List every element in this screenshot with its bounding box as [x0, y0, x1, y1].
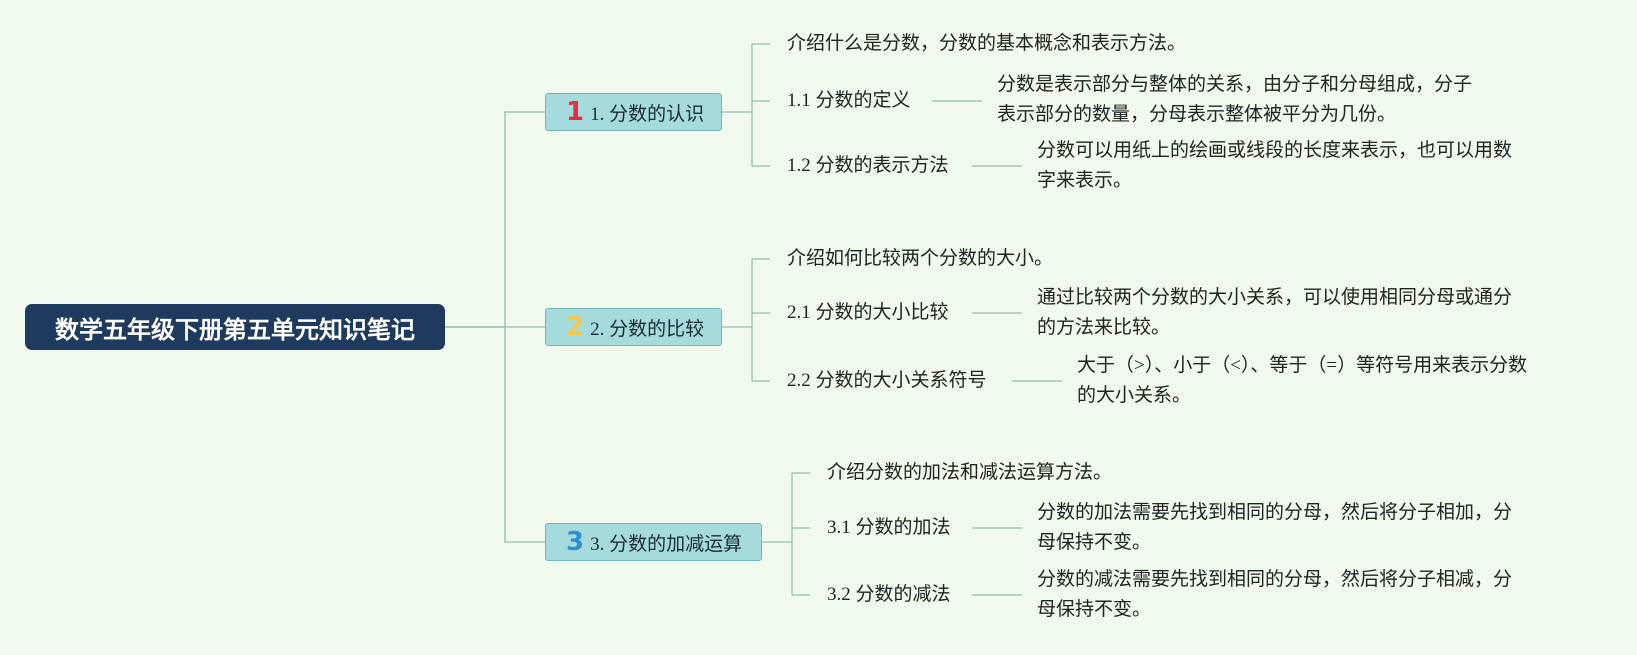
connector-branch3-children: [762, 472, 810, 596]
topic-2-2-detail[interactable]: 大于（>）、小于（<）、等于（=）等符号用来表示分数 的大小关系。: [1077, 355, 1528, 406]
topic-3-2-detail[interactable]: 分数的减法需要先找到相同的分母，然后将分子相减，分 母保持不变。: [1037, 569, 1513, 620]
number-2-icon: 2: [566, 312, 585, 342]
root-label: 数学五年级下册第五单元知识笔记: [55, 315, 415, 344]
topic-3-1-label[interactable]: 3.1 分数的加法: [827, 517, 951, 538]
topic-1-1-label[interactable]: 1.1 分数的定义: [787, 90, 911, 111]
branch-label: 1. 分数的认识: [590, 103, 705, 125]
connector-root-branch3: [445, 326, 545, 543]
connector-root-branch1: [445, 111, 545, 328]
number-3-icon: 3: [566, 527, 585, 557]
topic-1-1-detail[interactable]: 分数是表示部分与整体的关系，由分子和分母组成，分子 表示部分的数量，分母表示整体…: [997, 74, 1473, 125]
topic-2-2-label[interactable]: 2.2 分数的大小关系符号: [787, 370, 987, 391]
branch-3-intro[interactable]: 介绍分数的加法和减法运算方法。: [827, 462, 1113, 483]
branch-1-intro[interactable]: 介绍什么是分数，分数的基本概念和表示方法。: [787, 33, 1187, 54]
topic-2-1-label[interactable]: 2.1 分数的大小比较: [787, 302, 949, 323]
branch-label: 2. 分数的比较: [590, 318, 705, 340]
branch-node-2[interactable]: 2 2. 分数的比较: [545, 308, 722, 346]
branch-label: 3. 分数的加减运算: [590, 533, 743, 555]
topic-3-2-label[interactable]: 3.2 分数的减法: [827, 584, 951, 605]
topic-3-1-detail[interactable]: 分数的加法需要先找到相同的分母，然后将分子相加，分 母保持不变。: [1037, 502, 1513, 553]
topic-2-1-detail[interactable]: 通过比较两个分数的大小关系，可以使用相同分母或通分 的方法来比较。: [1037, 287, 1513, 338]
branch-2-intro[interactable]: 介绍如何比较两个分数的大小。: [787, 248, 1054, 269]
branch-node-3[interactable]: 3 3. 分数的加减运算: [545, 523, 762, 561]
branch-node-1[interactable]: 1 1. 分数的认识: [545, 93, 722, 131]
connector-branch1-children: [722, 43, 770, 167]
topic-1-2-detail[interactable]: 分数可以用纸上的绘画或线段的长度来表示，也可以用数 字来表示。: [1037, 140, 1513, 191]
connector-branch2-children: [722, 258, 770, 382]
number-1-icon: 1: [566, 97, 585, 127]
root-node[interactable]: 数学五年级下册第五单元知识笔记: [25, 304, 445, 350]
topic-1-2-label[interactable]: 1.2 分数的表示方法: [787, 155, 949, 176]
